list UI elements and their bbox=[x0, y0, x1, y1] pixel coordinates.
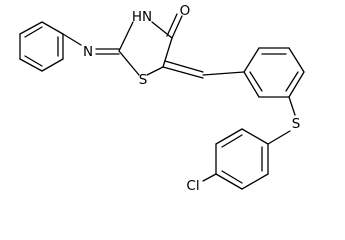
chlorophenyl-ring bbox=[202, 128, 269, 190]
benzene-ring-right bbox=[243, 47, 305, 98]
benzylidene-bridge bbox=[162, 60, 245, 79]
molecule-diagram: N HN O S S Cl bbox=[19, 3, 305, 194]
atom-labels: N HN O S S Cl bbox=[83, 3, 300, 194]
phenyl-ring-left bbox=[19, 21, 64, 72]
atom-Cl: Cl bbox=[186, 178, 199, 194]
thiazolidinone-ring bbox=[118, 13, 183, 76]
atom-O-carbonyl: O bbox=[180, 3, 191, 19]
atom-S-thioether: S bbox=[292, 116, 301, 132]
structure-svg: N HN O S S Cl bbox=[19, 3, 305, 194]
imine-linkage bbox=[62, 33, 120, 55]
atom-N-imine: N bbox=[83, 44, 93, 60]
atom-NH-ring: HN bbox=[132, 9, 152, 25]
thioether-linkage bbox=[267, 96, 296, 145]
atom-S-ring: S bbox=[139, 72, 148, 88]
